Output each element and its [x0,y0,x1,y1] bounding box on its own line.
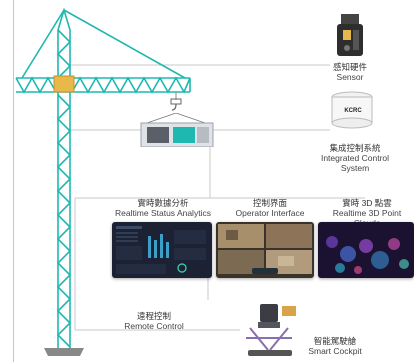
tower-crane [15,7,191,356]
control-system-label-en-1: Integrated Control [320,153,390,163]
operator-label: 控制界面 Operator Interface [222,198,318,218]
smart-cockpit-icon [246,304,296,356]
sensor-label: 感知硬件 Sensor [318,62,382,82]
remote-control-label-en: Remote Control [124,321,184,331]
remote-control-label: 遠程控制 Remote Control [118,311,190,331]
point-cloud-screenshot [318,222,414,278]
hanging-container [140,113,214,147]
operator-label-zh: 控制界面 [252,198,287,208]
frame-left-border [13,0,14,362]
control-system-label: 集成控制系統 Integrated Control System [305,143,405,173]
analytics-label-en: Realtime Status Analytics [115,208,211,218]
cockpit-label-zh: 智能駕駛艙 [313,336,357,346]
operator-label-en: Operator Interface [235,208,305,218]
operator-interface-screenshot [216,222,314,278]
point-clouds-label-zh: 實時 3D 點雲 [342,198,392,208]
sensor-device-icon [337,14,363,56]
analytics-label-zh: 實時數據分析 [137,198,189,208]
control-system-label-en-2: System [340,163,370,173]
sensor-label-en: Sensor [336,72,364,82]
control-system-device-icon [331,91,373,129]
analytics-dashboard-screenshot [112,222,212,278]
remote-control-label-zh: 遠程控制 [136,311,171,321]
brand-logo: KCRC [344,108,362,114]
control-system-label-zh: 集成控制系統 [329,143,381,153]
cockpit-label: 智能駕駛艙 Smart Cockpit [300,336,370,356]
cockpit-label-en: Smart Cockpit [308,346,362,356]
sensor-label-zh: 感知硬件 [332,62,367,72]
analytics-label: 實時數據分析 Realtime Status Analytics [110,198,216,218]
